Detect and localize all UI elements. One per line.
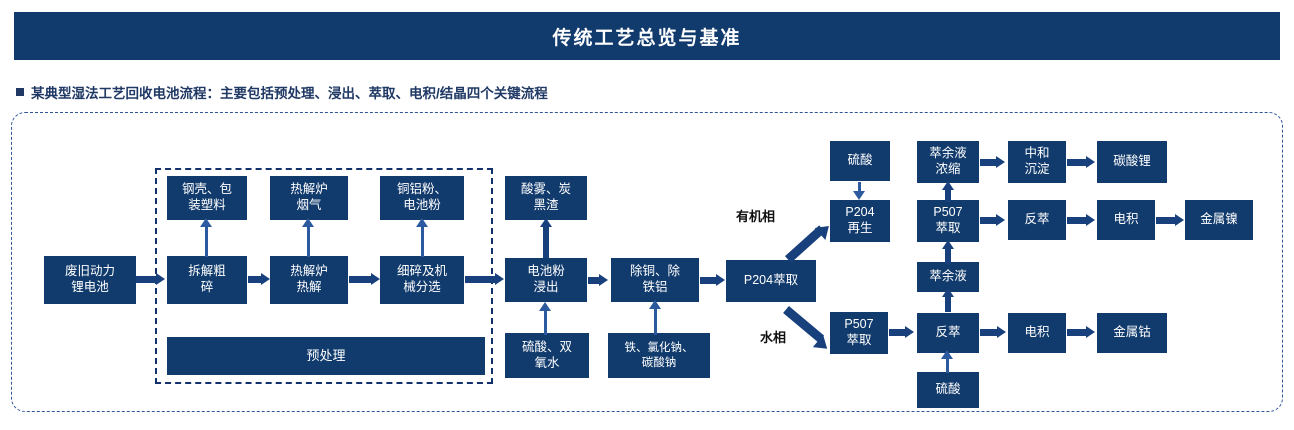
- arrowhead: [539, 302, 551, 311]
- node-electrowinning-top[interactable]: 电积: [1097, 200, 1155, 240]
- arrowhead: [156, 273, 165, 285]
- arrowhead: [302, 218, 314, 227]
- node-lithium-carbonate[interactable]: 碳酸锂: [1097, 141, 1167, 183]
- node-electrowinning-bottom[interactable]: 电积: [1008, 313, 1066, 353]
- arrowhead: [495, 273, 504, 285]
- node-stripping-top[interactable]: 反萃: [1008, 200, 1066, 240]
- node-stripping-bottom[interactable]: 反萃: [917, 313, 979, 353]
- arrowhead: [942, 288, 954, 297]
- node-waste-battery[interactable]: 废旧动力 锂电池: [44, 256, 136, 304]
- arrow-pyrolysis-to-finecrush: [349, 276, 373, 283]
- arrowhead: [996, 214, 1005, 226]
- arrow-sulfuricbottom-to-strippingbottom: [946, 357, 949, 373]
- arrowhead: [1086, 156, 1095, 168]
- arrow-strippingbottom-to-raffinate: [945, 294, 951, 312]
- subtitle-text: 某典型湿法工艺回收电池流程：主要包括预处理、浸出、萃取、电积/结晶四个关键流程: [31, 86, 548, 101]
- node-p204-extraction[interactable]: P204萃取: [726, 260, 816, 302]
- arrowhead: [649, 300, 661, 309]
- arrowhead: [371, 273, 380, 285]
- node-p507-extraction-top[interactable]: P507 萃取: [917, 200, 979, 242]
- arrowhead: [540, 218, 552, 227]
- label-aqueous-phase: 水相: [760, 330, 787, 345]
- node-neutralize-precipitate[interactable]: 中和 沉淀: [1008, 141, 1066, 183]
- node-iron-nacl-na2co3[interactable]: 铁、氯化钠、 碳酸钠: [608, 333, 710, 378]
- arrow-electrowinningtop-to-nickel: [1156, 217, 1178, 224]
- arrow-finecrush-to-leaching: [465, 276, 497, 283]
- node-disassembly-crush[interactable]: 拆解粗 碎: [167, 256, 247, 304]
- arrowhead: [941, 350, 953, 359]
- arrow-neutralize-to-lithiumcarbonate: [1067, 159, 1089, 166]
- arrowhead: [997, 326, 1006, 338]
- arrowhead: [905, 326, 914, 338]
- node-raffinate-concentrate[interactable]: 萃余液 浓缩: [917, 141, 979, 183]
- arrow-pyrolysis-to-fluegas: [307, 224, 310, 257]
- arrow-electrowinningbottom-to-cobalt: [1067, 329, 1089, 336]
- arrow-strippingtop-to-electrowinningtop: [1067, 217, 1089, 224]
- arrowhead: [853, 191, 865, 200]
- arrowhead: [200, 218, 212, 227]
- arrow-reagent-to-copperremoval: [654, 307, 657, 335]
- arrowhead: [261, 273, 270, 285]
- subtitle: 某典型湿法工艺回收电池流程：主要包括预处理、浸出、萃取、电积/结晶四个关键流程: [16, 82, 548, 102]
- node-pyrolysis-furnace[interactable]: 热解炉 热解: [270, 256, 348, 304]
- node-pyrolysis-flue-gas[interactable]: 热解炉 烟气: [270, 176, 348, 220]
- node-steel-shell-plastic[interactable]: 钢壳、包 装塑料: [167, 176, 247, 220]
- arrow-leaching-to-copperremoval: [588, 277, 601, 284]
- arrow-sulfuric-to-p204regen: [858, 182, 861, 193]
- arrow-p507top-to-strippingtop: [980, 217, 998, 224]
- arrowhead: [1086, 214, 1095, 226]
- arrow-p507bottom-to-strippingbottom: [889, 329, 907, 336]
- arrowhead: [416, 218, 428, 227]
- node-copper-iron-removal[interactable]: 除铜、除 铁铝: [611, 258, 699, 302]
- arrow-leaching-to-acidmist: [543, 226, 549, 258]
- arrow-p507top-to-concentrate: [945, 188, 951, 202]
- node-sulfuric-peroxide[interactable]: 硫酸、双 氧水: [505, 333, 589, 378]
- node-metal-cobalt[interactable]: 金属钴: [1097, 313, 1167, 353]
- arrowhead: [942, 181, 954, 190]
- node-acid-mist-carbon[interactable]: 酸雾、炭 黑渣: [505, 176, 587, 220]
- arrow-disassembly-to-pyrolysis: [248, 276, 263, 283]
- arrowhead: [1086, 326, 1095, 338]
- flowchart-panel: [11, 112, 1283, 412]
- arrowhead: [599, 274, 608, 286]
- arrow-waste-to-disassembly: [136, 276, 158, 283]
- page-title-bar: 传统工艺总览与基准: [14, 12, 1280, 60]
- page-title: 传统工艺总览与基准: [552, 27, 742, 49]
- node-powder-leaching[interactable]: 电池粉 浸出: [505, 258, 587, 302]
- node-p204-regeneration[interactable]: P204 再生: [830, 200, 890, 242]
- node-raffinate[interactable]: 萃余液: [917, 262, 979, 292]
- arrow-finecrush-to-cualpowder: [421, 224, 424, 257]
- arrowhead: [942, 240, 954, 249]
- arrow-disassembly-to-steelshell: [205, 224, 208, 257]
- node-p507-extraction-bottom[interactable]: P507 萃取: [830, 312, 888, 354]
- arrow-strippingbottom-to-electrowinningbottom: [980, 329, 1000, 336]
- node-fine-crush-sorting[interactable]: 细碎及机 械分选: [380, 256, 464, 304]
- node-cu-al-powder[interactable]: 铜铝粉、 电池粉: [380, 176, 464, 220]
- arrow-raffinate-to-p507top: [945, 246, 951, 264]
- node-sulfuric-bottom[interactable]: 硫酸: [917, 372, 979, 408]
- node-metal-nickel[interactable]: 金属镍: [1185, 200, 1253, 240]
- arrowhead: [716, 274, 725, 286]
- node-sulfuric-top[interactable]: 硫酸: [830, 141, 890, 181]
- arrowhead: [996, 156, 1005, 168]
- node-pretreatment-label[interactable]: 预处理: [167, 337, 485, 375]
- arrow-sulfuric-to-leaching: [544, 309, 547, 335]
- arrowhead: [1175, 214, 1184, 226]
- square-bullet-icon: [16, 88, 24, 96]
- label-organic-phase: 有机相: [736, 209, 776, 224]
- arrow-copperremoval-to-p204: [700, 277, 718, 284]
- arrow-concentrate-to-neutralize: [980, 159, 998, 166]
